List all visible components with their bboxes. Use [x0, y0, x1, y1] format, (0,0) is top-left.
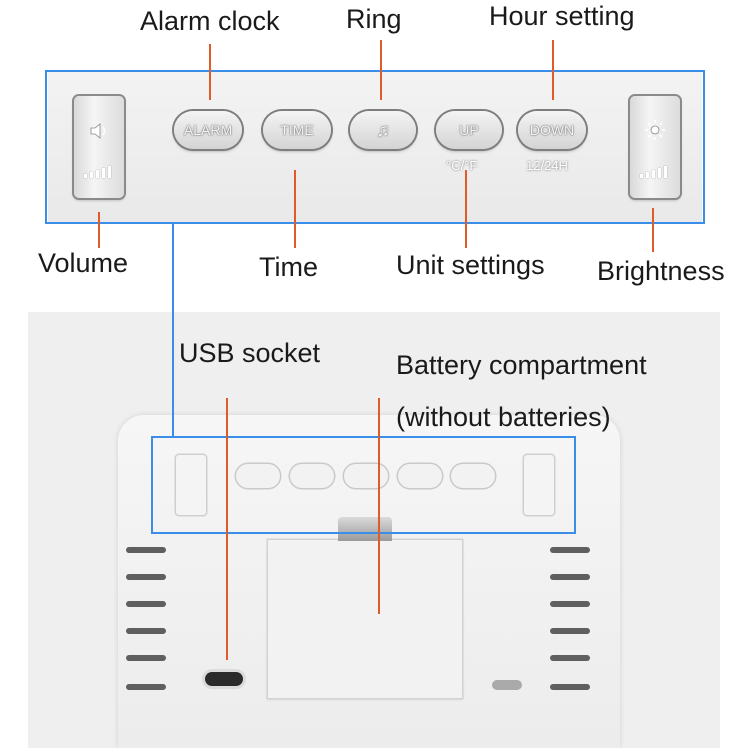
ring-label: Ring: [346, 4, 402, 34]
vent-slot: [550, 547, 590, 553]
vent-slot: [550, 601, 590, 607]
vent-slot: [550, 655, 590, 661]
volume-callout-line: [98, 212, 100, 248]
speaker-icon: [90, 123, 106, 139]
hour-format-label: 12/24H: [526, 158, 568, 173]
time-button-small: [290, 464, 334, 488]
brightness-callout-line: [652, 208, 654, 252]
battery-label-line2: (without batteries): [396, 402, 611, 432]
vent-slot: [550, 628, 590, 634]
vent-slot: [126, 574, 166, 580]
time-callout-line: [294, 170, 296, 248]
vent-slot: [126, 628, 166, 634]
time-button: TIME: [263, 111, 331, 149]
alarm-button-small: [236, 464, 280, 488]
hour-callout-line: [552, 40, 554, 100]
volume-button: [74, 96, 124, 198]
alarm-clock-label: Alarm clock: [140, 6, 280, 36]
usb-socket-label: USB socket: [179, 338, 321, 368]
battery-callout-line: [378, 398, 380, 614]
volume-label: Volume: [38, 248, 129, 278]
up-button: UP: [436, 111, 502, 149]
alarm-callout-line: [209, 44, 211, 100]
vent-slot: [550, 574, 590, 580]
vent-slot: [126, 684, 166, 690]
highlight-connector-line: [172, 222, 174, 438]
usb-callout-line: [226, 398, 228, 660]
brightness-button-small: [524, 455, 554, 515]
battery-compartment-cover: [268, 540, 462, 698]
brightness-label: Brightness: [597, 256, 725, 286]
vent-slot: [126, 655, 166, 661]
down-button-small: [451, 464, 495, 488]
device-panel-highlight-box: [151, 436, 576, 534]
unit-callout-line: [465, 170, 467, 248]
level-bars-icon: [640, 166, 667, 178]
battery-latch: [338, 517, 392, 541]
button-panel-closeup: ALARM TIME ♫ UP DOWN °C/°F 12/24H: [48, 72, 702, 222]
ring-button: ♫: [350, 111, 416, 149]
closeup-highlight-box: [45, 70, 705, 224]
up-button-small: [398, 464, 442, 488]
ring-callout-line: [380, 40, 382, 100]
vent-slot: [550, 684, 590, 690]
sun-icon: [645, 120, 665, 140]
alarm-button: ALARM: [174, 111, 242, 149]
unit-settings-label: Unit settings: [396, 250, 545, 280]
hour-setting-label: Hour setting: [489, 1, 635, 31]
level-bars-icon: [84, 166, 111, 178]
volume-button-small: [176, 455, 206, 515]
unit-toggle-label: °C/°F: [446, 158, 478, 173]
speaker-slot: [492, 680, 522, 690]
battery-label-line1: Battery compartment: [396, 350, 647, 380]
vent-slot: [126, 601, 166, 607]
brightness-button: [630, 96, 680, 198]
usb-socket: [205, 672, 243, 686]
vent-slot: [126, 547, 166, 553]
time-label: Time: [259, 252, 318, 282]
down-button: DOWN: [518, 111, 586, 149]
ring-button-small: [344, 464, 388, 488]
